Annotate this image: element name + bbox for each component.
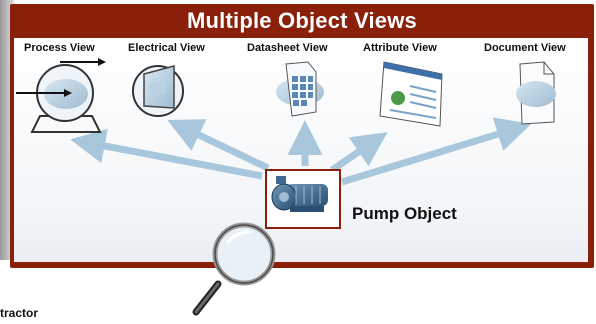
- electrical-view-label: Electrical View: [128, 42, 205, 54]
- connection-arrows: [70, 117, 532, 186]
- attribute-view-icon: [379, 61, 443, 127]
- pump-object-label: Pump Object: [352, 204, 457, 223]
- magnifying-glass-icon: [192, 222, 276, 316]
- process-view-icon: [16, 58, 106, 133]
- datasheet-view-label: Datasheet View: [247, 42, 328, 54]
- electrical-view-icon: [132, 65, 184, 117]
- process-view-label: Process View: [24, 42, 95, 54]
- title-bar: Multiple Object Views: [10, 4, 594, 38]
- document-view-label: Document View: [484, 42, 566, 54]
- pump-object-image: [265, 169, 341, 229]
- arrow-to-electrical: [167, 119, 270, 172]
- attribute-view-label: Attribute View: [363, 42, 437, 54]
- footer-text: tractor: [0, 306, 39, 320]
- arrow-to-document: [340, 117, 532, 186]
- datasheet-view-icon: [276, 61, 324, 117]
- document-view-icon: [516, 61, 556, 125]
- arrow-to-attribute: [330, 132, 388, 173]
- diagram-title: Multiple Object Views: [187, 8, 417, 33]
- arrow-to-process: [70, 128, 263, 180]
